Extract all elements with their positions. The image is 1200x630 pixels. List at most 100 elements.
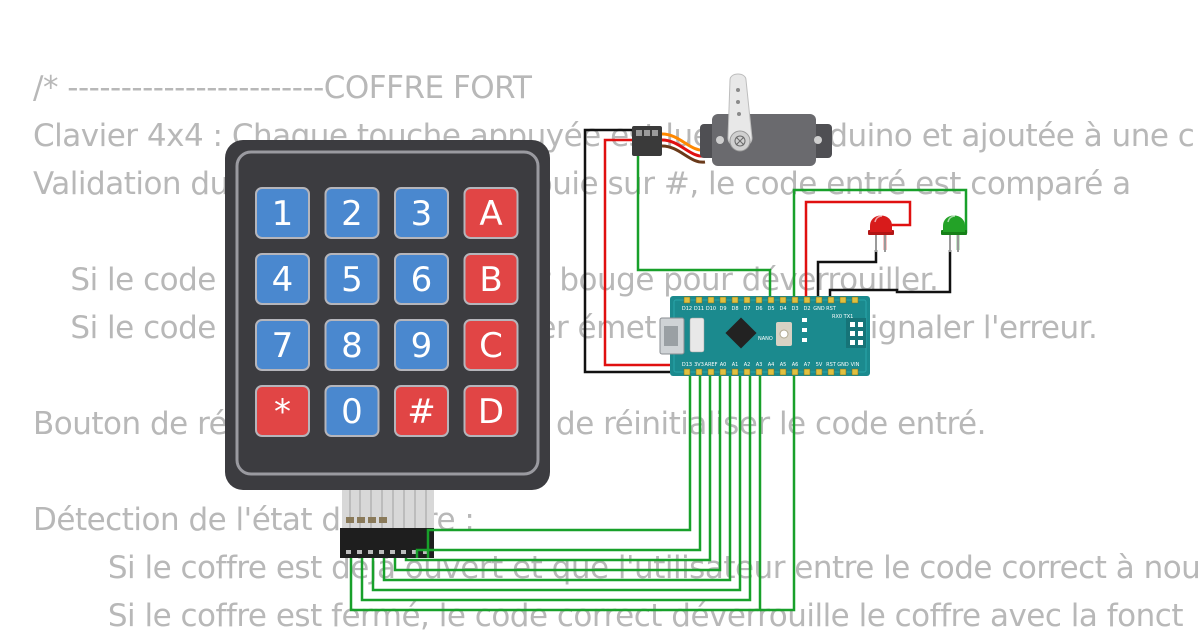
pin-label: RST [826, 306, 837, 312]
keypad-wire-4 [393, 372, 722, 572]
keypad-connector[interactable] [340, 528, 434, 558]
pin[interactable] [815, 296, 823, 304]
key-cap[interactable] [255, 385, 310, 437]
key-cap[interactable] [255, 319, 310, 371]
servo-ground-wire [583, 128, 672, 374]
key-cap[interactable] [463, 253, 519, 305]
pin[interactable] [731, 368, 739, 376]
pin[interactable] [743, 368, 751, 376]
keypad-wires [349, 372, 762, 612]
pin[interactable] [851, 296, 859, 304]
pin-label: RST [826, 362, 837, 368]
arduino-nano[interactable]: D12 D11 D10 D9 D8 D7 D6 D5 D4 D3 D2 GND … [659, 296, 870, 376]
pin[interactable] [731, 296, 739, 304]
pin-label: D8 [731, 306, 738, 312]
pin-label: A1 [732, 362, 739, 368]
key-cap[interactable] [463, 187, 519, 239]
key-C[interactable]: C [463, 319, 519, 371]
pin[interactable] [719, 296, 727, 304]
comment-line: /* ------------------------COFFRE FORT [33, 70, 532, 106]
key-cap[interactable] [324, 187, 380, 239]
key-D[interactable]: D [463, 385, 519, 437]
servo-motor[interactable] [632, 73, 832, 166]
pin[interactable] [839, 368, 847, 376]
key-cap[interactable] [255, 253, 310, 305]
key-1[interactable]: 1 [255, 187, 310, 239]
key-cap[interactable] [324, 385, 380, 437]
key-4[interactable]: 4 [255, 253, 310, 305]
pin-label: VIN [851, 362, 860, 368]
pin[interactable] [767, 368, 775, 376]
pin[interactable] [791, 368, 799, 376]
key-2[interactable]: 2 [324, 187, 380, 239]
pin-label: D13 [682, 362, 692, 368]
key-cap[interactable] [394, 253, 449, 305]
key-label: D [478, 392, 504, 432]
pin[interactable] [839, 296, 847, 304]
pin-label: D10 [706, 306, 716, 312]
pin-label: D6 [755, 306, 762, 312]
pin[interactable] [803, 368, 811, 376]
key-cap[interactable] [394, 187, 449, 239]
pin[interactable] [779, 296, 787, 304]
key-#[interactable]: # [394, 385, 449, 437]
key-cap[interactable] [463, 319, 519, 371]
pin[interactable] [815, 368, 823, 376]
pin[interactable] [767, 296, 775, 304]
pin[interactable] [827, 296, 835, 304]
pin[interactable] [791, 296, 799, 304]
key-0[interactable]: 0 [324, 385, 380, 437]
bottom-pin-labels: D13 3V3 AREF A0 A1 A2 A3 A4 A5 A6 A7 5V … [682, 362, 860, 368]
key-label: 8 [341, 326, 363, 366]
key-cap[interactable] [324, 319, 380, 371]
keypad-ribbon-cable [342, 488, 434, 528]
key-9[interactable]: 9 [394, 319, 449, 371]
pin-label: D12 [682, 306, 692, 312]
keypad-wire-7 [360, 372, 752, 602]
led-green[interactable] [941, 215, 967, 253]
pin[interactable] [851, 368, 859, 376]
led-red[interactable] [868, 215, 894, 253]
servo-power-wire [603, 138, 672, 367]
led-red-wire-black [816, 250, 878, 300]
pin[interactable] [803, 296, 811, 304]
key-label: 2 [341, 194, 363, 234]
pin[interactable] [743, 296, 751, 304]
pin[interactable] [779, 368, 787, 376]
key-3[interactable]: 3 [394, 187, 449, 239]
key-8[interactable]: 8 [324, 319, 380, 371]
key-label: 3 [411, 194, 433, 234]
pin[interactable] [683, 368, 691, 376]
key-cap[interactable] [324, 253, 380, 305]
key-cap[interactable] [394, 319, 449, 371]
key-A[interactable]: A [463, 187, 519, 239]
pin[interactable] [827, 368, 835, 376]
pin[interactable] [755, 296, 763, 304]
pin-label: D4 [779, 306, 786, 312]
pin[interactable] [707, 368, 715, 376]
pin-label: AREF [705, 362, 718, 368]
pin[interactable] [695, 368, 703, 376]
key-cap[interactable] [394, 385, 449, 437]
led-red-wire [804, 200, 912, 300]
pin[interactable] [683, 296, 691, 304]
pin[interactable] [707, 296, 715, 304]
pin[interactable] [755, 368, 763, 376]
key-5[interactable]: 5 [324, 253, 380, 305]
key-B[interactable]: B [463, 253, 519, 305]
pin-label: A3 [756, 362, 763, 368]
key-*[interactable]: * [255, 385, 310, 437]
key-cap[interactable] [255, 187, 310, 239]
pin[interactable] [695, 296, 703, 304]
pin-label: D3 [791, 306, 798, 312]
key-label: * [274, 392, 291, 432]
led-green-signal-wire [792, 188, 968, 300]
pin[interactable] [719, 368, 727, 376]
key-label: 6 [411, 260, 433, 300]
microcontroller-chip [725, 317, 757, 349]
key-cap[interactable] [463, 385, 519, 437]
key-6[interactable]: 6 [394, 253, 449, 305]
key-7[interactable]: 7 [255, 319, 310, 371]
board-label: NANO [758, 336, 773, 342]
